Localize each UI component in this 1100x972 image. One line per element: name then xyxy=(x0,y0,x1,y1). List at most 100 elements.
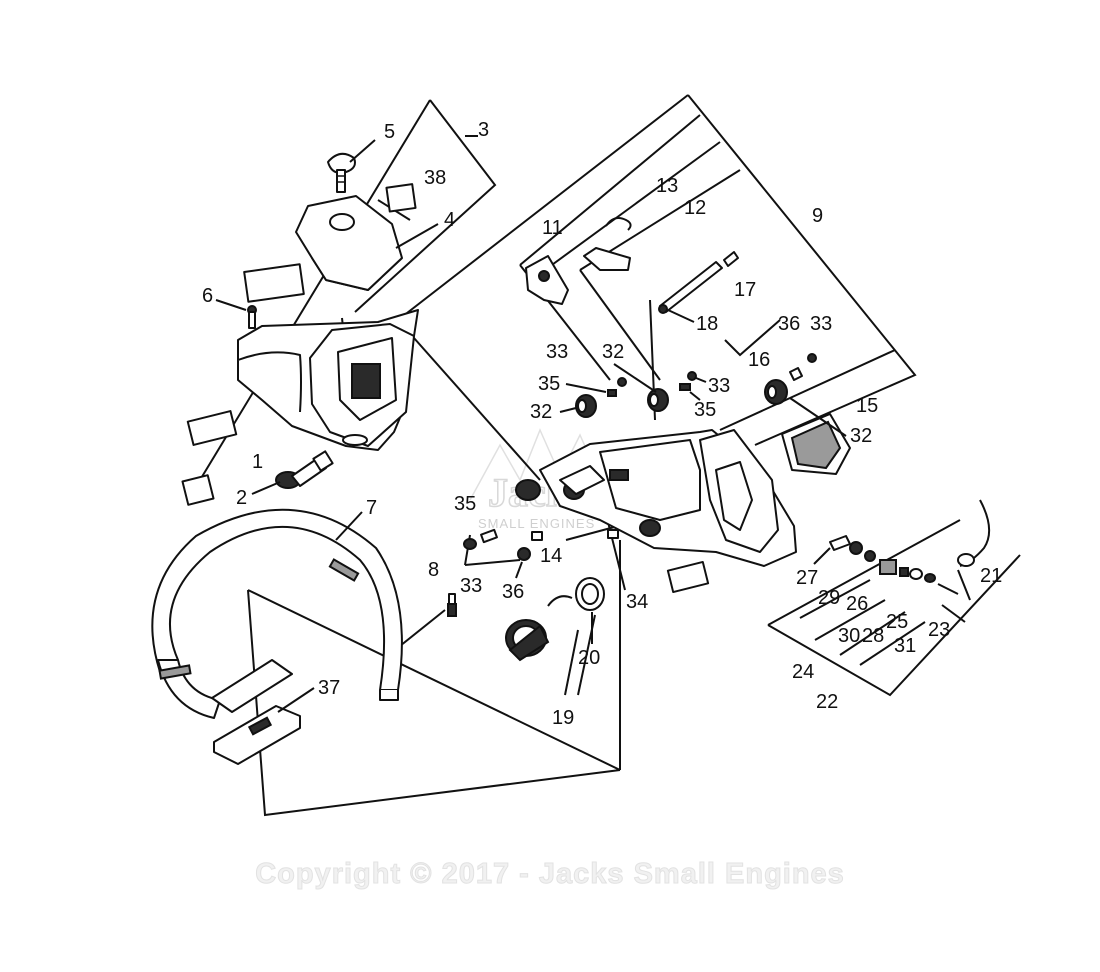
gear-part-32-left xyxy=(575,394,597,418)
screw-part-8 xyxy=(447,593,457,617)
leader-12-down xyxy=(579,269,661,381)
leader-18 xyxy=(667,309,695,323)
part-26 xyxy=(879,559,897,575)
spring-part-35-lower xyxy=(480,528,498,544)
nut-part-33-right xyxy=(807,353,817,363)
callout-12: 12 xyxy=(684,197,706,219)
leader-29 xyxy=(799,579,871,619)
spring-part-35-left xyxy=(607,389,617,397)
decal-body-low xyxy=(666,560,710,594)
gear-part-32-right xyxy=(764,379,788,405)
callout-9: 9 xyxy=(812,205,823,227)
handle-bracket-part-37 xyxy=(213,705,301,765)
callout-36-top: 36 xyxy=(778,313,800,335)
wire-part-21 xyxy=(957,499,991,601)
leader-35-mid xyxy=(689,391,701,401)
leader-30 xyxy=(814,599,886,641)
callout-21: 21 xyxy=(980,565,1002,587)
callout-33-left: 33 xyxy=(546,341,568,363)
pin-part-17 xyxy=(723,251,739,267)
leader-31 xyxy=(839,611,906,656)
callout-18: 18 xyxy=(696,313,718,335)
callout-6: 6 xyxy=(202,285,213,307)
handle-bar-part-7 xyxy=(151,508,403,719)
parts xyxy=(151,152,991,765)
seal-ring-part-20 xyxy=(547,577,605,611)
knob-part-5 xyxy=(327,152,356,193)
leader-8 xyxy=(394,609,446,651)
leader-35-left xyxy=(565,383,607,393)
part-25 xyxy=(909,568,923,580)
nut-part-33-lower xyxy=(463,538,477,550)
callout-33-mid: 33 xyxy=(708,375,730,397)
decal-left-mid xyxy=(186,410,238,446)
callout-4: 4 xyxy=(444,209,455,231)
cap-part-19 xyxy=(505,619,550,662)
callout-33-lower: 33 xyxy=(460,575,482,597)
bracket-22 xyxy=(767,554,1021,697)
leader-5 xyxy=(349,139,376,163)
nut-part-36-lower xyxy=(517,547,531,561)
leader-13b xyxy=(544,141,721,271)
callout-labels: 5 3 38 4 6 1 2 7 8 37 11 13 12 9 17 18 3… xyxy=(202,119,1002,729)
plate-part-12 xyxy=(583,247,631,271)
callout-13: 13 xyxy=(656,175,678,197)
callout-33-top-right: 33 xyxy=(810,313,832,335)
callout-26: 26 xyxy=(846,593,868,615)
callout-8: 8 xyxy=(428,559,439,581)
callout-35-lower: 35 xyxy=(454,493,476,515)
callout-15: 15 xyxy=(856,395,878,417)
callout-19: 19 xyxy=(552,707,574,729)
callout-29: 29 xyxy=(818,587,840,609)
leader-19a xyxy=(564,629,579,696)
leader-13 xyxy=(519,114,701,266)
leader-6 xyxy=(215,299,247,311)
decal-part-38 xyxy=(385,183,417,213)
bracket-8-diag xyxy=(247,589,621,771)
bracket-9-lower xyxy=(397,319,541,481)
callout-2: 2 xyxy=(236,487,247,509)
callout-17: 17 xyxy=(734,279,756,301)
leader-15 xyxy=(719,349,896,431)
callout-31: 31 xyxy=(894,635,916,657)
leader-3-down xyxy=(199,99,431,481)
gear-part-32-mid xyxy=(647,388,669,412)
watermark-subtitle: SMALL ENGINES xyxy=(478,516,595,531)
callout-30: 30 xyxy=(838,625,860,647)
pump-cover-part-11 xyxy=(525,255,569,305)
leader-32-left xyxy=(559,407,577,413)
callout-27: 27 xyxy=(796,567,818,589)
callout-1: 1 xyxy=(252,451,263,473)
spring-part-36 xyxy=(789,367,803,381)
top-cover-part-4 xyxy=(295,195,403,291)
leader-28 xyxy=(859,621,926,666)
bracket-22-top xyxy=(767,519,961,626)
bracket-16 xyxy=(724,319,781,357)
bracket-lines xyxy=(199,94,1021,817)
callout-37: 37 xyxy=(318,677,340,699)
callout-35-mid: 35 xyxy=(694,399,716,421)
guard-part-15 xyxy=(781,413,851,475)
callout-32-top: 32 xyxy=(602,341,624,363)
callout-23: 23 xyxy=(928,619,950,641)
leader-32-top xyxy=(613,363,657,393)
callout-3: 3 xyxy=(478,119,489,141)
pin-part-14 xyxy=(531,531,543,541)
spark-plug-part-2 xyxy=(275,450,334,489)
spring-part-35-mid xyxy=(679,383,691,391)
callout-34: 34 xyxy=(626,591,648,613)
throttle-parts-group xyxy=(829,535,959,595)
housing-part-1 xyxy=(237,309,419,451)
pin-part-34 xyxy=(607,529,619,539)
decal-left-low xyxy=(181,474,215,506)
bracket-3 xyxy=(354,99,497,313)
leader-2 xyxy=(251,481,281,495)
crankcase-body xyxy=(515,429,797,567)
leader-27 xyxy=(813,547,831,565)
callout-32-right: 32 xyxy=(850,425,872,447)
callout-11: 11 xyxy=(542,217,563,239)
callout-35-left: 35 xyxy=(538,373,560,395)
callout-36-lower: 36 xyxy=(502,581,524,603)
callout-28: 28 xyxy=(862,625,884,647)
